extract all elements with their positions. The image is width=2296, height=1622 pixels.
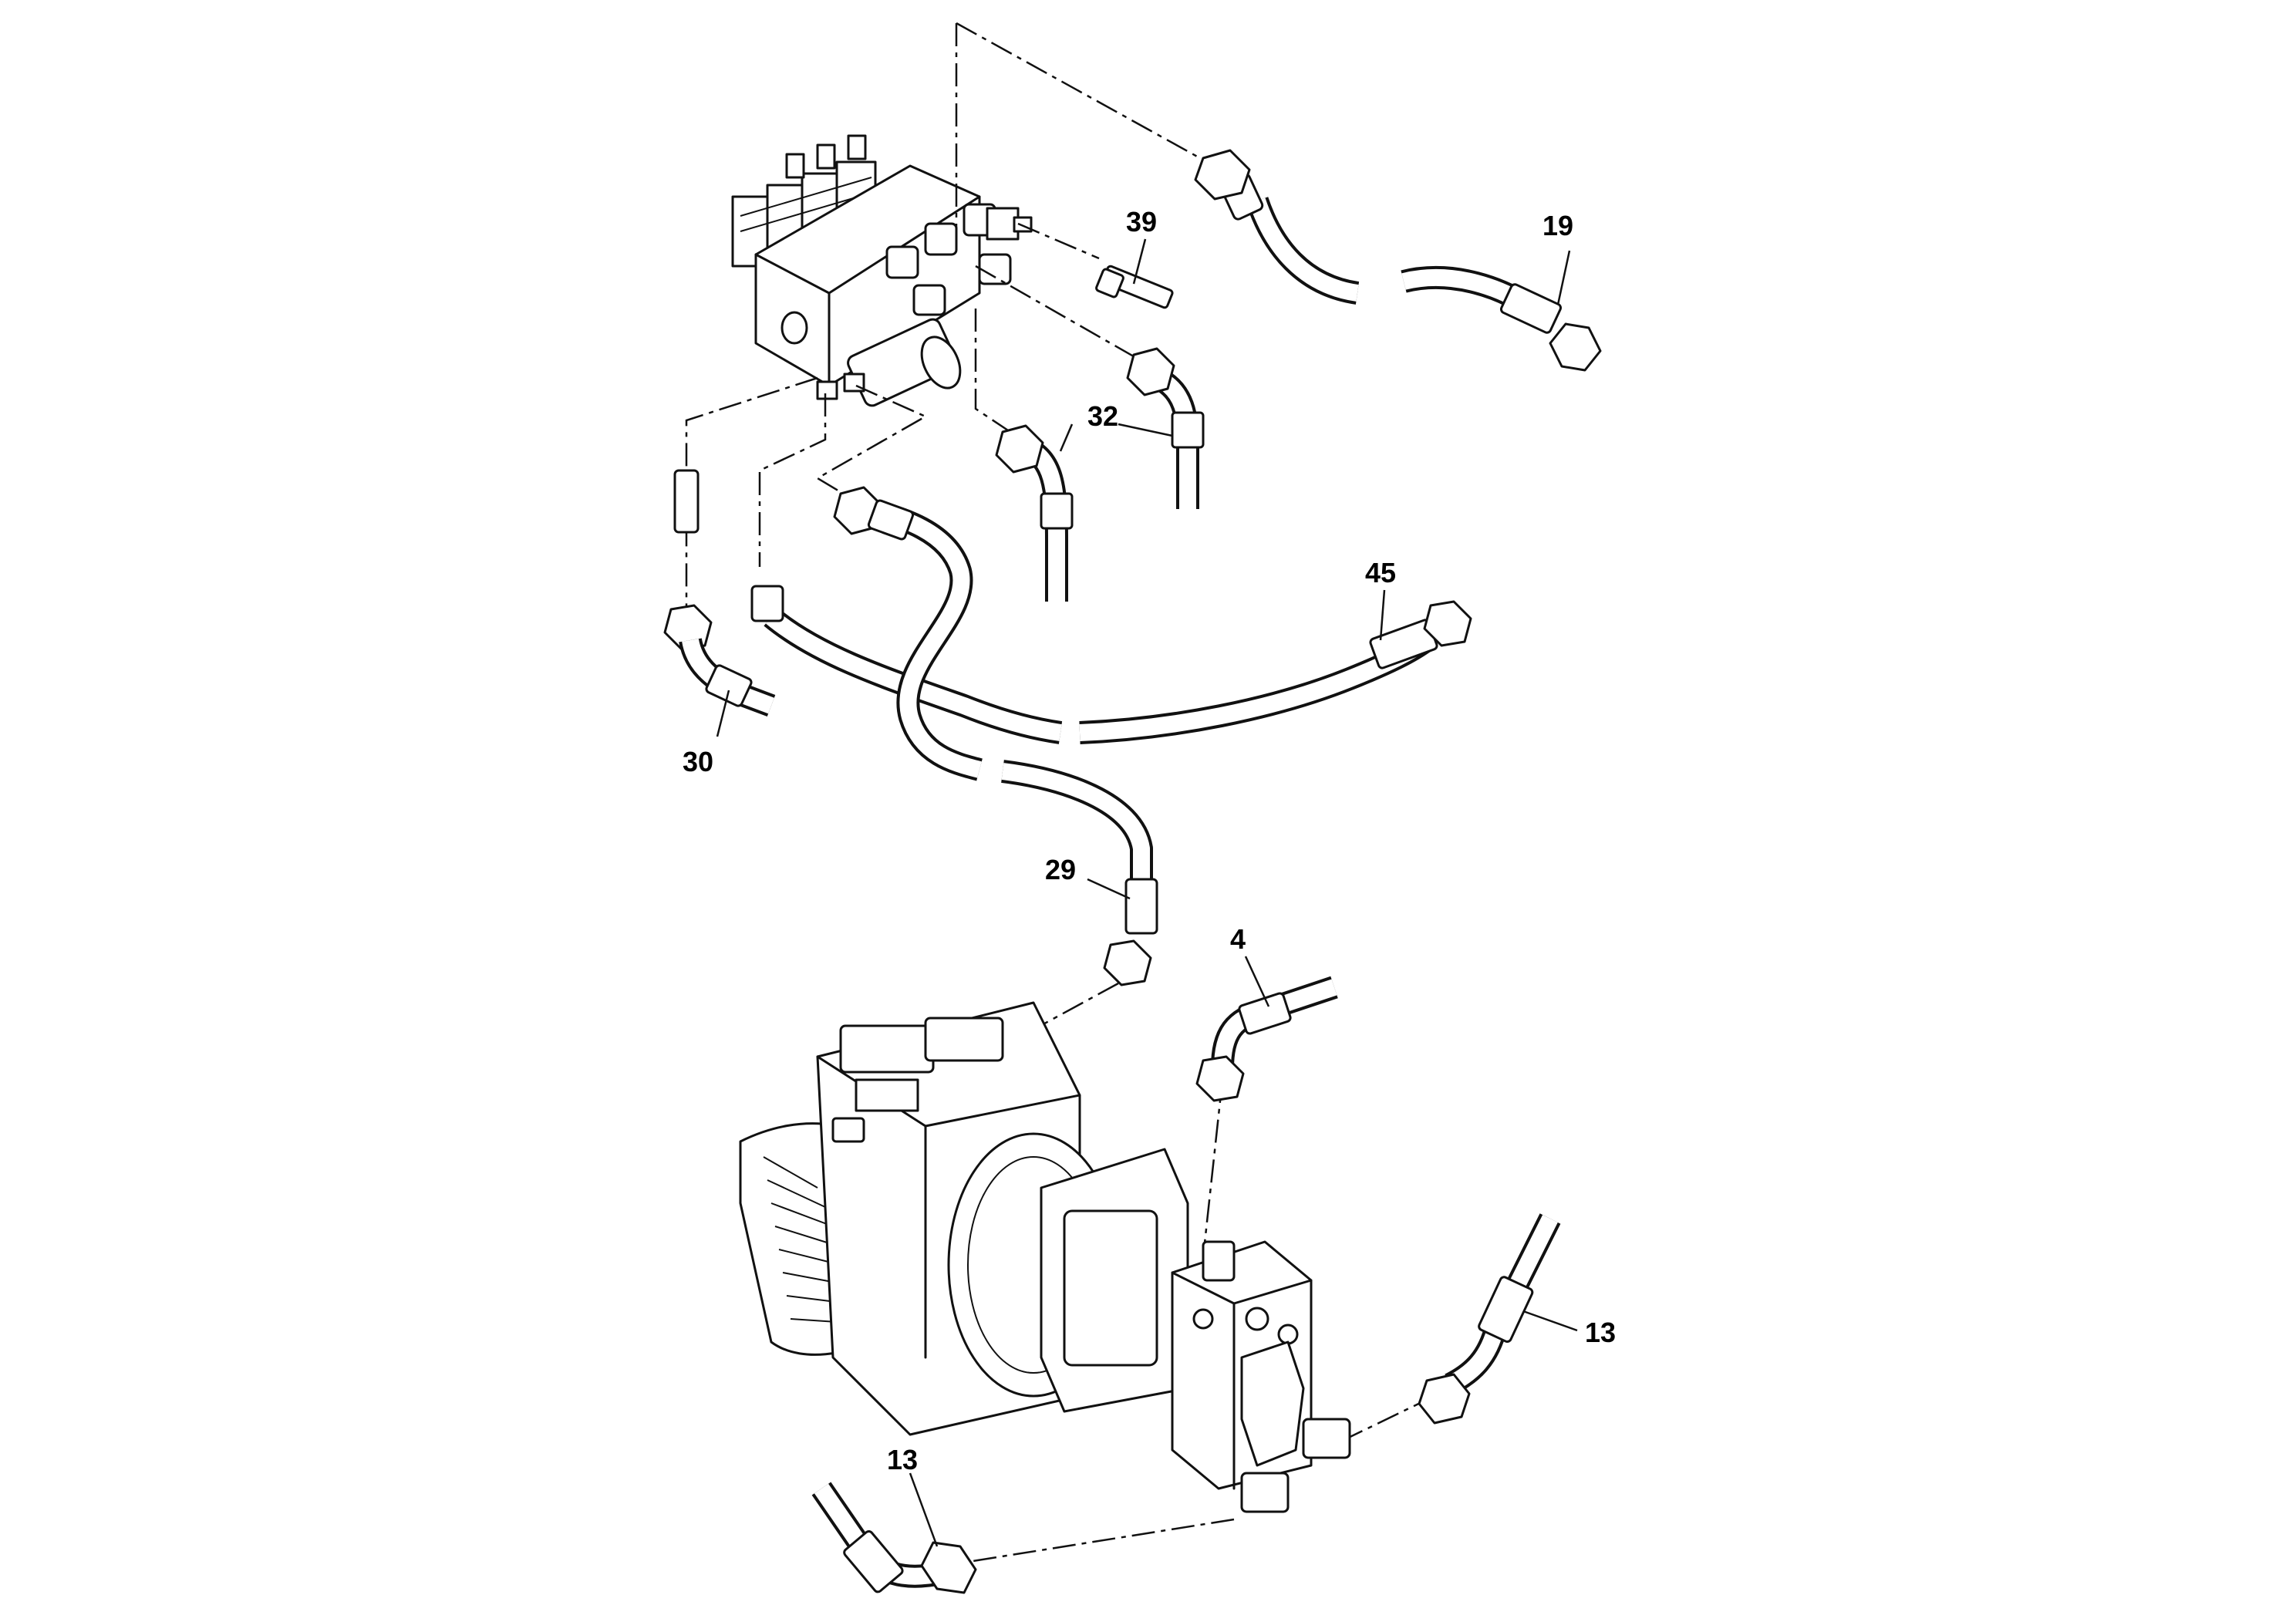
fitting-39	[1095, 265, 1174, 309]
hose-13-bottom	[811, 1482, 977, 1594]
callout-4: 4	[1230, 923, 1246, 955]
hose-32-left	[995, 424, 1074, 602]
hose-45	[750, 585, 1472, 744]
callout-45: 45	[1365, 557, 1396, 588]
callout-13-right: 13	[1585, 1317, 1616, 1348]
valve-block	[731, 134, 1033, 407]
hose-29	[833, 486, 1158, 986]
callout-30: 30	[683, 746, 713, 777]
callout-13-bottom: 13	[887, 1444, 918, 1475]
callout-29: 29	[1045, 854, 1076, 885]
callout-19: 19	[1542, 210, 1573, 241]
callout-labels: 19 39 32 45 30 29 4 13 13	[683, 206, 1616, 1475]
callout-39: 39	[1126, 206, 1157, 238]
transmission-assembly	[739, 1001, 1351, 1513]
leader-lines	[716, 238, 1578, 1547]
hose-19	[1194, 149, 1602, 372]
fitting-30	[663, 469, 776, 717]
hose-32-right	[1126, 347, 1205, 509]
hose-4	[1195, 976, 1338, 1102]
hose-13-right	[1418, 1213, 1561, 1425]
callout-32: 32	[1087, 400, 1118, 432]
